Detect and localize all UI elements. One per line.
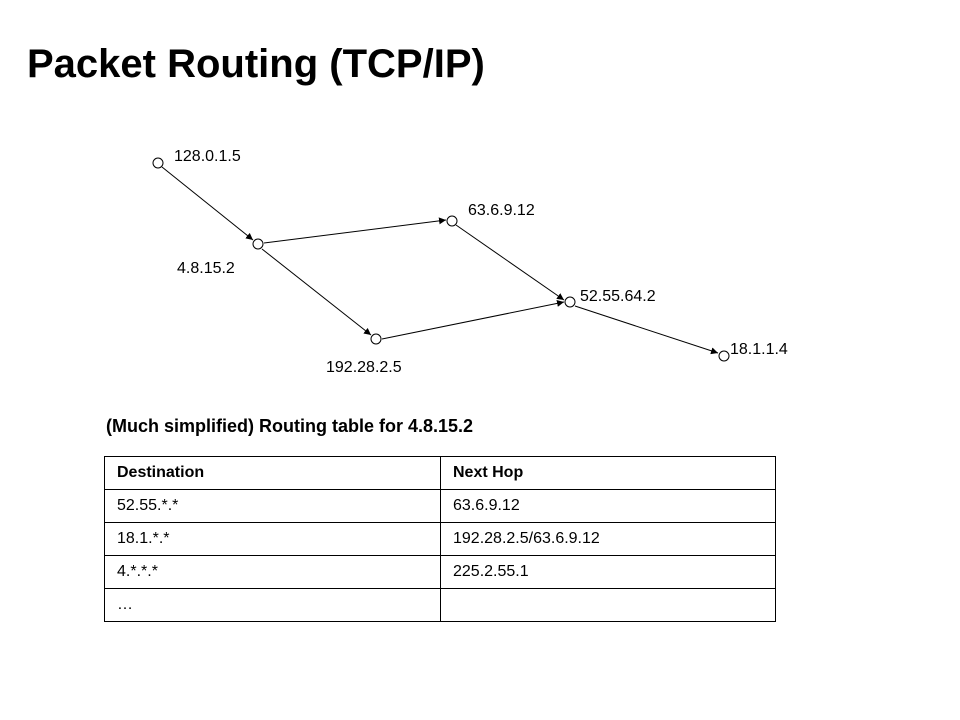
next-hop-cell: 225.2.55.1 — [440, 555, 776, 589]
next-hop-cell — [440, 588, 776, 622]
node-label-n5: 52.55.64.2 — [580, 288, 656, 305]
node-label-n2: 4.8.15.2 — [177, 260, 235, 277]
next-hop-cell: 192.28.2.5/63.6.9.12 — [440, 522, 776, 556]
link-n3-n5 — [455, 224, 565, 301]
table-row: 4.*.*.* 225.2.55.1 — [104, 555, 776, 589]
nodes — [152, 157, 730, 362]
node-n6 — [718, 350, 730, 362]
table-row: 52.55.*.* 63.6.9.12 — [104, 489, 776, 523]
link-n2-n4 — [261, 248, 372, 336]
destination-cell: 52.55.*.* — [104, 489, 441, 523]
table-header-row: Destination Next Hop — [104, 456, 776, 490]
link-n4-n5 — [381, 299, 565, 340]
next-hop-cell: 63.6.9.12 — [440, 489, 776, 523]
table-row: … — [104, 588, 776, 622]
routing-table: Destination Next Hop 52.55.*.* 63.6.9.12… — [104, 456, 776, 622]
routing-table-caption: (Much simplified) Routing table for 4.8.… — [106, 416, 474, 436]
node-n1 — [152, 157, 164, 169]
node-n5 — [564, 296, 576, 308]
node-label-n6: 18.1.1.4 — [730, 341, 788, 358]
destination-cell: 4.*.*.* — [104, 555, 441, 589]
destination-cell: 18.1.*.* — [104, 522, 441, 556]
table-row: 18.1.*.* 192.28.2.5/63.6.9.12 — [104, 522, 776, 556]
node-n4 — [370, 333, 382, 345]
slide-title: Packet Routing (TCP/IP) — [27, 42, 485, 86]
links — [161, 166, 719, 355]
node-labels: 128.0.1.5 4.8.15.2 63.6.9.12 192.28.2.5 … — [174, 148, 788, 376]
node-label-n3: 63.6.9.12 — [468, 202, 535, 219]
node-n2 — [252, 238, 264, 250]
column-header-destination: Destination — [104, 456, 441, 490]
node-label-n4: 192.28.2.5 — [326, 359, 402, 376]
link-n5-n6 — [574, 305, 719, 355]
destination-cell: … — [104, 588, 441, 622]
node-n3 — [446, 215, 458, 227]
node-label-n1: 128.0.1.5 — [174, 148, 241, 165]
network-diagram: 128.0.1.5 4.8.15.2 63.6.9.12 192.28.2.5 … — [152, 148, 788, 376]
link-n1-n2 — [161, 166, 254, 241]
column-header-next-hop: Next Hop — [440, 456, 776, 490]
link-n2-n3 — [263, 217, 447, 244]
